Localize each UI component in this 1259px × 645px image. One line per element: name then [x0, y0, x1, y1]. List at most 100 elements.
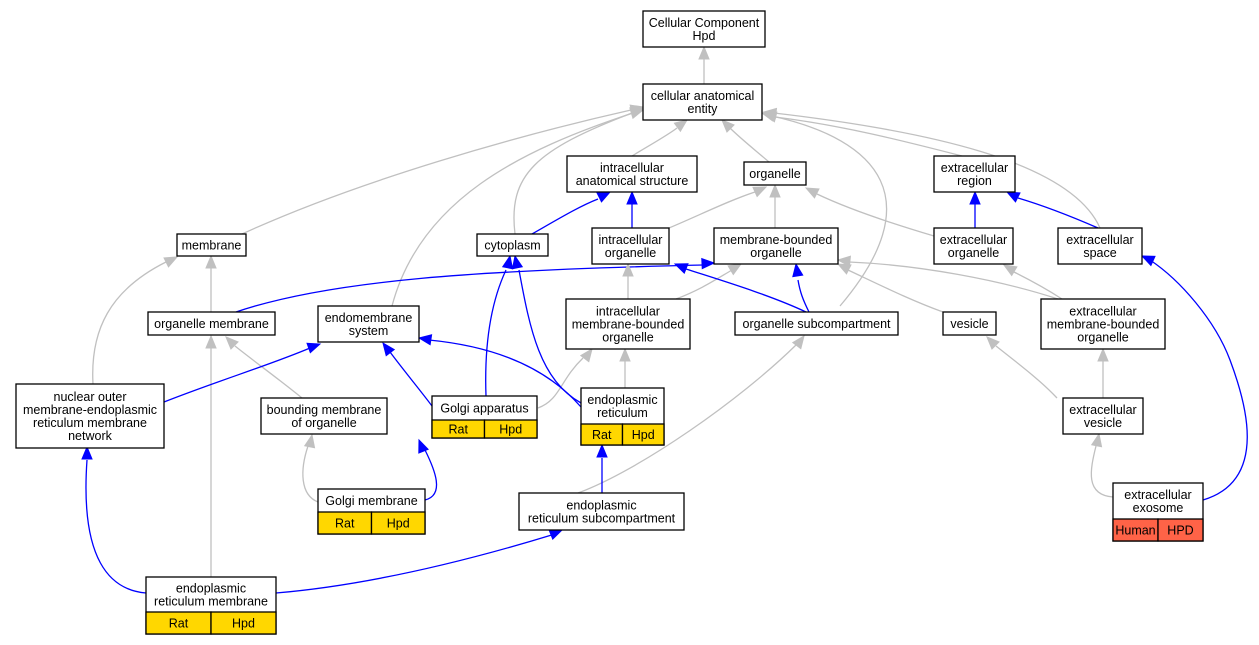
annotation-label: Hpd: [499, 423, 522, 437]
annotation-label: Hpd: [387, 517, 410, 531]
node-vesicle[interactable]: vesicle: [942, 311, 997, 336]
node-box: [713, 227, 839, 265]
node-box: [642, 83, 763, 121]
node-label-line: extracellular: [1066, 233, 1133, 247]
node-box: [933, 155, 1016, 193]
node-label-line: membrane-bounded: [720, 233, 833, 247]
edge-arrowhead: [619, 347, 631, 362]
edge-arrowhead: [629, 108, 645, 120]
node-label-line: cellular anatomical: [651, 89, 755, 103]
annotation-label: Human: [1115, 524, 1155, 538]
node-membrane[interactable]: membrane: [176, 233, 247, 257]
node-label-line: space: [1083, 246, 1116, 260]
edge-arrowhead: [836, 263, 852, 275]
node-cytoplasm[interactable]: cytoplasm: [476, 233, 549, 257]
node-label-line: organelle: [602, 331, 653, 345]
edge-arrowhead: [701, 257, 716, 270]
node-label-line: intracellular: [596, 305, 660, 319]
annotation-label: Rat: [449, 423, 469, 437]
node-box: [1062, 397, 1144, 435]
node-label-line: endoplasmic: [566, 499, 636, 513]
edge-line: [275, 533, 556, 594]
edge-arrowhead: [721, 119, 735, 133]
annotation-label: Rat: [169, 617, 189, 631]
annotation-cell: [483, 419, 538, 439]
node-label-line: Hpd: [693, 29, 716, 43]
edge-arrowhead: [596, 443, 608, 458]
node-nom[interactable]: nuclear outermembrane-endoplasmicreticul…: [15, 383, 165, 449]
node-label-line: organelle membrane: [154, 317, 269, 331]
node-box: [565, 298, 691, 350]
node-label-line: extracellular: [1069, 305, 1136, 319]
node-box: [1040, 298, 1166, 350]
node-label-line: reticulum membrane: [154, 595, 268, 609]
edge-arrowhead: [622, 262, 634, 277]
node-organelle[interactable]: organelle: [743, 161, 807, 186]
edge-arrowhead: [760, 110, 776, 122]
edge-arrowhead: [303, 433, 316, 449]
node-label-line: extracellular: [1124, 488, 1191, 502]
node-label-line: system: [349, 324, 389, 338]
edge-arrowhead: [769, 183, 781, 198]
node-label-line: entity: [688, 102, 719, 116]
node-label-line: organelle: [750, 246, 801, 260]
edge-line: [391, 112, 634, 307]
node-box: [147, 311, 276, 336]
node-box: [591, 227, 670, 265]
node-label-line: organelle subcompartment: [743, 317, 892, 331]
node-label-line: network: [68, 429, 113, 443]
node-box: [743, 161, 807, 186]
edge-line: [241, 109, 632, 235]
node-label-line: nuclear outer: [54, 390, 127, 404]
node-box: [476, 233, 549, 257]
node-label-line: endoplasmic: [587, 393, 657, 407]
edge-line: [389, 351, 433, 407]
edge-line: [729, 127, 770, 163]
node-box: [566, 155, 698, 193]
edge-arrowhead: [698, 45, 710, 60]
node-label-line: Cellular Component: [649, 16, 760, 30]
node-label-line: membrane-endoplasmic: [23, 403, 157, 417]
node-label-line: endoplasmic: [176, 582, 246, 596]
edge-line: [1013, 271, 1063, 300]
node-label-line: anatomical structure: [576, 174, 689, 188]
edge-arrowhead: [548, 529, 564, 540]
node-label-line: reticulum: [597, 406, 648, 420]
edge-line: [774, 116, 963, 157]
node-osc[interactable]: organelle subcompartment: [734, 311, 899, 336]
annotation-cell: [210, 611, 277, 635]
edge-arrowhead: [596, 191, 612, 203]
edge-line: [577, 344, 797, 494]
node-label-line: membrane-bounded: [572, 318, 685, 332]
edge-arrowhead: [752, 186, 768, 198]
node-box: [1057, 227, 1143, 265]
node-om[interactable]: organelle membrane: [147, 311, 276, 336]
edge-arrowhead: [673, 119, 689, 133]
edge-line: [816, 193, 935, 237]
edge-arrowhead: [986, 336, 1000, 350]
edge-arrowhead: [836, 255, 852, 267]
edge-arrowhead: [1140, 255, 1156, 267]
edge-arrowhead: [1090, 432, 1103, 448]
edge-arrowhead: [727, 263, 743, 276]
